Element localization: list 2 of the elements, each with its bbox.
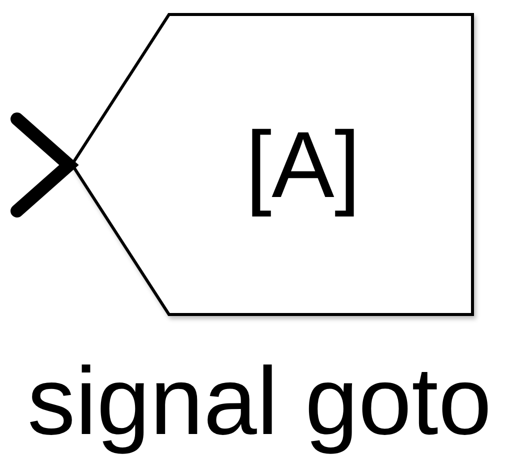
block-caption: signal goto: [27, 348, 492, 455]
block-label: [A]: [246, 112, 360, 216]
